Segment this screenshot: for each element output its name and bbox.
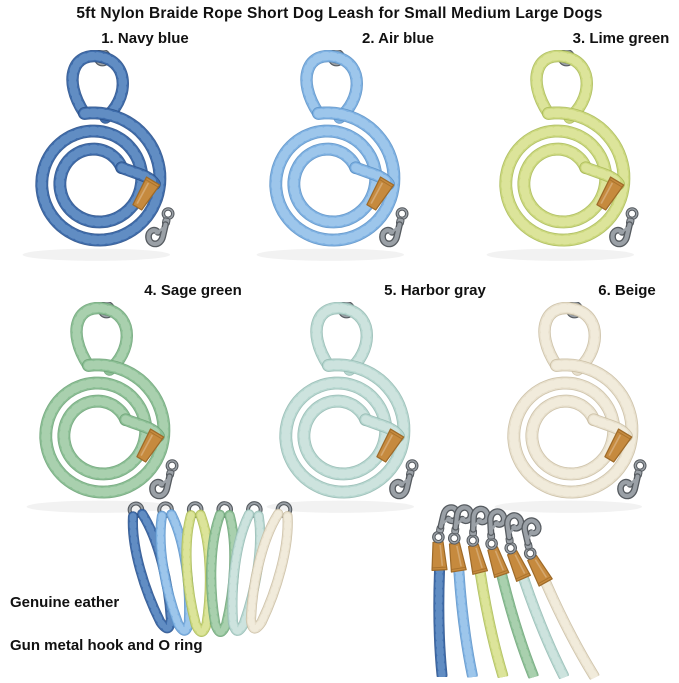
- product-label-beige: 6. Beige: [598, 282, 656, 299]
- leash-photo-navy-blue: [2, 48, 216, 272]
- snap-hook-icon: [466, 505, 491, 547]
- rope: [496, 570, 539, 681]
- rope: [300, 49, 363, 124]
- rope: [433, 565, 448, 681]
- rope: [279, 358, 411, 499]
- feature-note-hardware: Gun metal hook and O ring: [10, 637, 203, 654]
- product-lime-green: 3. Lime green: [466, 30, 679, 272]
- leather-sleeve: [527, 554, 553, 587]
- feature-note-leather: Genuine eather: [10, 594, 120, 611]
- hook-ends-photo: [420, 503, 662, 683]
- snap-hook-icon: [617, 459, 647, 500]
- leather-sleeve: [467, 543, 489, 575]
- coiled-leash-icon: [22, 48, 175, 261]
- leather-sleeve: [448, 541, 467, 573]
- leash-photo-beige: [474, 300, 679, 524]
- rope: [35, 106, 167, 247]
- leather-sleeve: [431, 541, 448, 571]
- snap-hook-icon: [504, 512, 525, 555]
- coiled-leash-icon: [486, 48, 639, 261]
- product-label-air-blue: 2. Air blue: [362, 30, 434, 47]
- leather-sleeve: [487, 546, 510, 579]
- product-label-navy-blue: 1. Navy blue: [101, 30, 189, 47]
- product-beige: 6. Beige: [474, 282, 679, 524]
- snap-hook-icon: [389, 459, 419, 500]
- hook-end-beige: [497, 508, 617, 683]
- hook-end-icon: [504, 512, 569, 681]
- snap-hook-icon: [149, 459, 179, 500]
- snap-hook-icon: [379, 207, 409, 248]
- feature-notes: Genuine eather Gun metal hook and O ring: [10, 594, 203, 654]
- leash-photo-sage-green: [6, 300, 220, 524]
- rope: [245, 508, 293, 634]
- coiled-leash-icon: [256, 48, 409, 261]
- coiled-leash-icon: [26, 300, 179, 513]
- leather-sleeve: [136, 428, 165, 463]
- leash-photo-air-blue: [236, 48, 450, 272]
- leather-sleeve: [366, 176, 395, 211]
- product-label-harbor-gray: 5. Harbor gray: [384, 282, 486, 299]
- snap-hook-icon: [145, 207, 175, 248]
- leather-sleeve: [604, 428, 633, 463]
- snap-hook-icon: [521, 517, 542, 560]
- leather-sleeve: [506, 550, 531, 582]
- product-air-blue: 2. Air blue: [236, 30, 450, 272]
- product-sage-green: 4. Sage green: [6, 282, 242, 524]
- snap-hook-icon: [609, 207, 639, 248]
- product-label-sage-green: 4. Sage green: [144, 282, 242, 299]
- hook-end-icon: [447, 504, 478, 681]
- hook-end-icon: [521, 517, 600, 682]
- hook-end-icon: [466, 505, 509, 681]
- rope: [269, 106, 401, 247]
- rope: [540, 577, 600, 682]
- rope: [70, 301, 133, 376]
- handle-loops-photo: [118, 500, 340, 666]
- hook-end-air-blue: [432, 498, 495, 683]
- coiled-leash-icon: [494, 300, 647, 513]
- snap-hook-icon: [447, 504, 475, 545]
- leash-photo-lime-green: [466, 48, 679, 272]
- hook-end-lime-green: [447, 498, 525, 683]
- rope: [474, 568, 509, 681]
- hook-end-harbor-gray: [480, 503, 587, 683]
- rope: [530, 49, 593, 124]
- hook-end-sage-green: [463, 500, 556, 683]
- handle-loop-icon: [245, 501, 293, 634]
- leather-sleeve: [132, 176, 161, 211]
- snap-hook-icon: [485, 508, 508, 551]
- rope: [518, 573, 569, 681]
- rope: [310, 301, 373, 376]
- rope: [39, 358, 171, 499]
- leather-sleeve: [596, 176, 625, 211]
- rope: [507, 358, 639, 499]
- coiled-leash-icon: [266, 300, 419, 513]
- product-harbor-gray: 5. Harbor gray: [246, 282, 486, 524]
- rope: [538, 301, 601, 376]
- leash-photo-harbor-gray: [246, 300, 460, 524]
- hook-end-icon: [485, 508, 539, 681]
- rope: [453, 566, 478, 681]
- product-label-lime-green: 3. Lime green: [572, 30, 670, 47]
- rope: [499, 106, 631, 247]
- page-title: 5ft Nylon Braide Rope Short Dog Leash fo…: [76, 5, 603, 22]
- handle-loop-beige: [230, 496, 306, 656]
- leather-sleeve: [376, 428, 405, 463]
- rope: [66, 49, 129, 124]
- product-navy-blue: 1. Navy blue: [2, 30, 216, 272]
